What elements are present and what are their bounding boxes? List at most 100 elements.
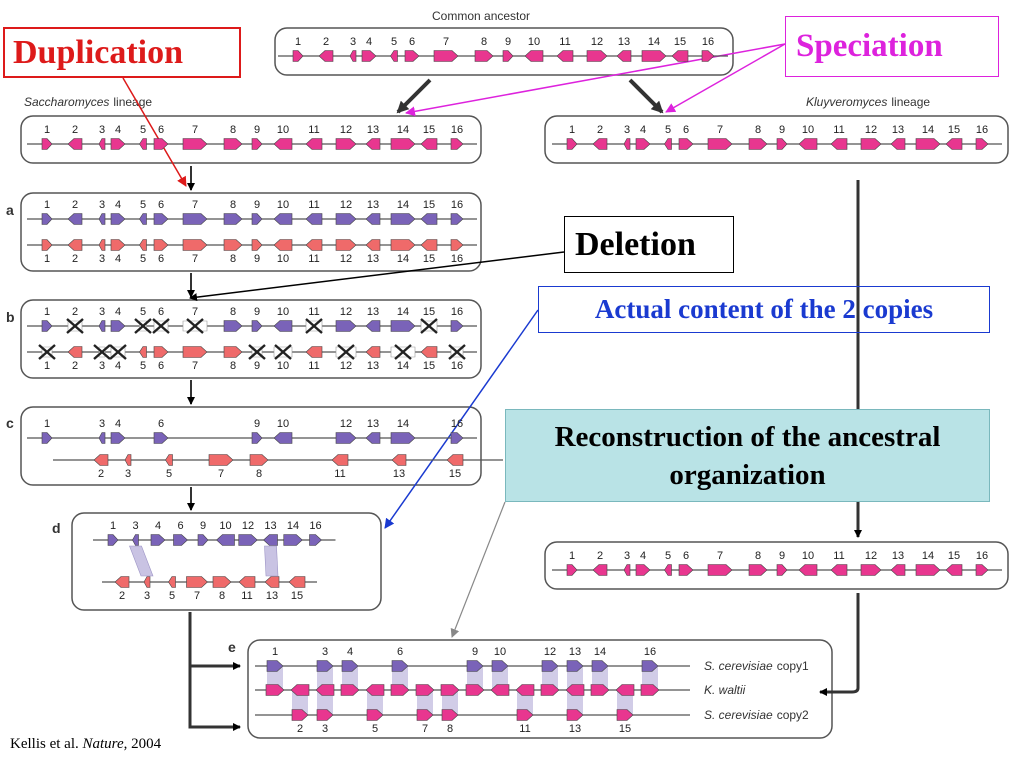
ancestor-num-13: 13 — [618, 36, 630, 48]
a-top-num-16: 16 — [451, 199, 463, 211]
b-top-deleted-15 — [420, 318, 438, 334]
kluy-num-12: 12 — [865, 124, 877, 136]
a-bottom-gene-1 — [41, 239, 53, 251]
sacch-num-7: 7 — [192, 124, 198, 136]
flow-arrow-e-bottom — [188, 612, 241, 731]
ancestor-gene-13 — [616, 50, 632, 62]
a-top-num-1: 1 — [44, 199, 50, 211]
e-top-gene-10 — [491, 660, 509, 672]
kluy-gene-7 — [707, 138, 733, 150]
b-top-gene-16 — [450, 320, 464, 332]
c-top-num-10: 10 — [277, 418, 289, 430]
ancestor-num-14: 14 — [648, 36, 660, 48]
d-link-3 — [129, 545, 154, 577]
sacch-num-11: 11 — [308, 124, 319, 136]
e-link-bottom-2 — [292, 690, 308, 715]
e-top-num-10: 10 — [494, 646, 506, 658]
a-top-num-15: 15 — [423, 199, 435, 211]
d-top-num-3: 3 — [132, 520, 138, 532]
reconstructed-num-11: 11 — [833, 550, 844, 562]
a-bottom-gene-5 — [139, 239, 147, 251]
reconstructed-num-3: 3 — [624, 550, 630, 562]
d-bottom-num-7: 7 — [194, 590, 200, 602]
e-link-bottom-3 — [317, 690, 333, 715]
ancestor-num-15: 15 — [674, 36, 686, 48]
b-bottom-num-15: 15 — [423, 360, 435, 372]
e-link-top-12 — [542, 666, 558, 690]
ancestor-num-3: 3 — [350, 36, 356, 48]
b-top-num-15: 15 — [423, 306, 435, 318]
kluy-num-11: 11 — [833, 124, 844, 136]
sacch-num-15: 15 — [423, 124, 435, 136]
a-bottom-gene-10 — [273, 239, 293, 251]
d-link-13 — [264, 545, 279, 577]
b-bottom-gene-2 — [67, 346, 83, 358]
a-bottom-num-15: 15 — [423, 253, 435, 265]
e-kwaltii-gene-4 — [340, 684, 360, 696]
kluy-num-3: 3 — [624, 124, 630, 136]
e-kwaltii-gene-10 — [490, 684, 510, 696]
kluy-gene-8 — [748, 138, 768, 150]
b-bottom-num-10: 10 — [277, 360, 289, 372]
e-link-top-4 — [342, 666, 358, 690]
reconstructed-gene-15 — [945, 564, 963, 576]
d-bottom-num-15: 15 — [291, 590, 303, 602]
reconstructed-num-4: 4 — [640, 550, 646, 562]
deletion-pointer — [189, 251, 565, 302]
d-bottom-num-5: 5 — [169, 590, 175, 602]
c-bottom-num-2: 2 — [98, 468, 104, 480]
ancestor-gene-1 — [292, 50, 304, 62]
e-kwaltii-gene-14 — [590, 684, 610, 696]
kluy-num-9: 9 — [779, 124, 785, 136]
kluy-gene-2 — [592, 138, 608, 150]
a-top-num-9: 9 — [254, 199, 260, 211]
c-top-num-6: 6 — [158, 418, 164, 430]
panel-c-box — [20, 406, 482, 486]
b-top-num-13: 13 — [367, 306, 379, 318]
e-kwaltii-gene-11 — [515, 684, 535, 696]
ancestor-gene-11 — [556, 50, 574, 62]
panel-label-b: b — [6, 309, 15, 325]
b-top-num-10: 10 — [277, 306, 289, 318]
sacch-num-2: 2 — [72, 124, 78, 136]
a-bottom-num-9: 9 — [254, 253, 260, 265]
a-top-num-5: 5 — [140, 199, 146, 211]
e-bottom-num-2: 2 — [297, 723, 303, 735]
sacch-gene-11 — [305, 138, 323, 150]
sacch-num-12: 12 — [340, 124, 352, 136]
c-top-gene-12 — [335, 432, 357, 444]
c-bottom-num-15: 15 — [449, 468, 461, 480]
ancestor-gene-12 — [586, 50, 608, 62]
d-top-gene-9 — [197, 534, 209, 546]
ancestor-gene-7 — [433, 50, 459, 62]
b-top-num-14: 14 — [397, 306, 409, 318]
ancestor-num-7: 7 — [443, 36, 449, 48]
d-top-num-6: 6 — [177, 520, 183, 532]
sacch-num-6: 6 — [158, 124, 164, 136]
a-bottom-num-3: 3 — [99, 253, 105, 265]
b-bottom-num-16: 16 — [451, 360, 463, 372]
c-top-gene-6 — [153, 432, 169, 444]
e-link-bottom-15 — [617, 690, 633, 715]
reconstructed-gene-9 — [776, 564, 788, 576]
e-kwaltii-gene-1 — [265, 684, 285, 696]
b-bottom-deleted-1 — [38, 344, 56, 360]
reconstructed-num-8: 8 — [755, 550, 761, 562]
reconstructed-gene-8 — [748, 564, 768, 576]
sacch-num-3: 3 — [99, 124, 105, 136]
b-top-gene-8 — [223, 320, 243, 332]
b-bottom-num-1: 1 — [44, 360, 50, 372]
b-bottom-gene-15 — [420, 346, 438, 358]
d-top-gene-16 — [309, 534, 322, 546]
panel-label-d: d — [52, 520, 61, 536]
e-kwaltii-gene-3 — [315, 684, 335, 696]
b-top-num-4: 4 — [115, 306, 121, 318]
ancestor-gene-5 — [390, 50, 398, 62]
c-bottom-num-7: 7 — [218, 468, 224, 480]
e-kwaltii-gene-13 — [565, 684, 585, 696]
kluy-gene-1 — [566, 138, 578, 150]
b-bottom-gene-5 — [139, 346, 147, 358]
c-bottom-gene-15 — [446, 454, 464, 466]
kluy-num-10: 10 — [802, 124, 814, 136]
